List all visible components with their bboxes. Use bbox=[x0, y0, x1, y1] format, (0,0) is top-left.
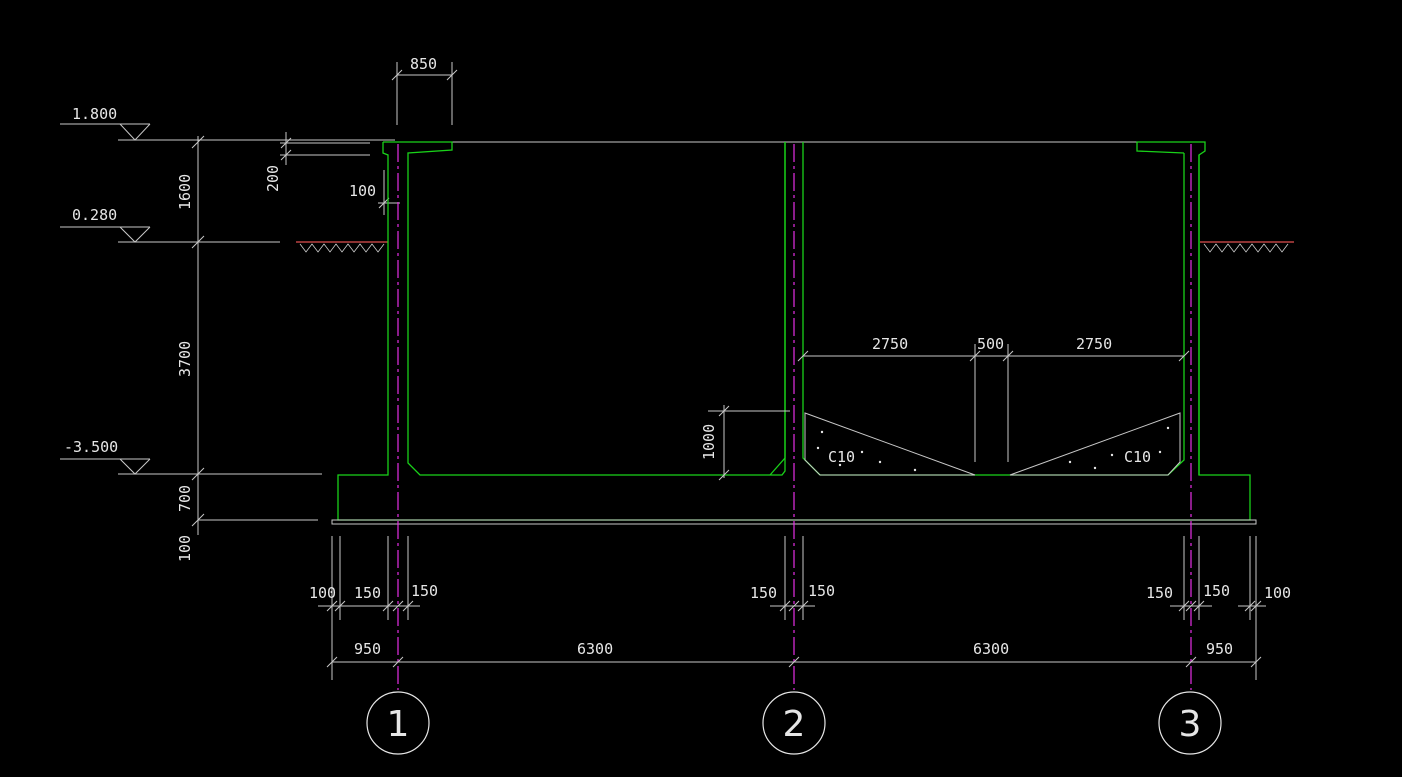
dim-500-label: 500 bbox=[977, 335, 1004, 353]
dim-vertical-1600: 1600 bbox=[176, 174, 194, 210]
grid-axis-2: 2 bbox=[762, 691, 826, 755]
concrete-fill-right: C10 bbox=[1009, 412, 1181, 476]
dim-150-a-label: 150 bbox=[354, 584, 381, 602]
dim-step-height: 1000 bbox=[700, 405, 790, 481]
elevation-marker-top: 1.800 bbox=[60, 105, 395, 141]
grid-axis-3: 3 bbox=[1158, 691, 1222, 755]
dim-850-label: 850 bbox=[410, 55, 437, 73]
dim-2750-left-label: 2750 bbox=[872, 335, 908, 353]
tank-structure bbox=[331, 141, 1257, 525]
dim-beam-offset: 100 bbox=[349, 170, 400, 215]
dim-vertical-3700: 3700 bbox=[176, 341, 194, 377]
dim-150-f-label: 150 bbox=[1203, 582, 1230, 600]
dim-1000-label: 1000 bbox=[700, 424, 718, 460]
elevation-marker-bottom: -3.500 bbox=[60, 438, 322, 475]
dim-100-right-label: 100 bbox=[1264, 584, 1291, 602]
dim-wall-top-width: 850 bbox=[391, 55, 458, 125]
concrete-label-right: C10 bbox=[1124, 448, 1151, 466]
elevation-label-top: 1.800 bbox=[72, 105, 117, 123]
dim-2750-right-label: 2750 bbox=[1076, 335, 1112, 353]
dim-150-b-label: 150 bbox=[411, 582, 438, 600]
dim-beam-depth: 200 bbox=[264, 132, 370, 192]
inner-dimension-chain: 2750 500 2750 bbox=[797, 335, 1190, 462]
concrete-fill-left: C10 bbox=[804, 412, 976, 476]
grid-axis-1-label: 1 bbox=[387, 704, 410, 745]
concrete-label-left: C10 bbox=[828, 448, 855, 466]
dim-6300-b-label: 6300 bbox=[973, 640, 1009, 658]
dim-150-d-label: 150 bbox=[808, 582, 835, 600]
elevation-label-bottom: -3.500 bbox=[64, 438, 118, 456]
dim-vertical-100: 100 bbox=[176, 535, 194, 562]
dim-150-c-label: 150 bbox=[750, 584, 777, 602]
vertical-dimension-chain: 1600 3700 700 100 bbox=[176, 135, 318, 562]
bottom-dimension-chain: 100 150 150 150 150 150 150 100 950 6300… bbox=[309, 536, 1291, 680]
dim-150-e-label: 150 bbox=[1146, 584, 1173, 602]
dim-6300-a-label: 6300 bbox=[577, 640, 613, 658]
dim-100-left-label: 100 bbox=[309, 584, 336, 602]
grid-axis-1: 1 bbox=[366, 691, 430, 755]
elevation-label-ground: 0.280 bbox=[72, 206, 117, 224]
elevation-marker-ground: 0.280 bbox=[60, 206, 280, 243]
grid-axis-2-label: 2 bbox=[783, 704, 806, 745]
dim-950-left-label: 950 bbox=[354, 640, 381, 658]
dim-200-label: 200 bbox=[264, 165, 282, 192]
grid-axis-3-label: 3 bbox=[1179, 704, 1202, 745]
dim-950-right-label: 950 bbox=[1206, 640, 1233, 658]
axis-lines bbox=[397, 144, 1192, 690]
ground-line-left bbox=[296, 241, 388, 253]
dim-100-label: 100 bbox=[349, 182, 376, 200]
ground-line-right bbox=[1200, 241, 1294, 253]
dim-vertical-700: 700 bbox=[176, 485, 194, 512]
